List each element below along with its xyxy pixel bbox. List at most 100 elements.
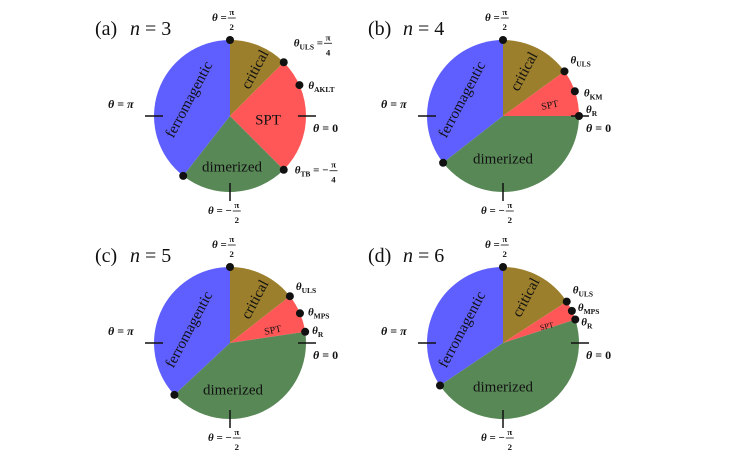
label-theta-pi: θ = π bbox=[108, 324, 134, 338]
point-dot-mps bbox=[567, 306, 576, 315]
value: π bbox=[127, 97, 134, 111]
label-theta-pi-half: θ = π2 bbox=[212, 7, 236, 32]
phase-label-spt: SPT bbox=[539, 320, 555, 332]
theta-symbol: θ bbox=[586, 104, 592, 116]
point-label-r-text: θR bbox=[581, 317, 593, 331]
equals: = bbox=[114, 324, 127, 338]
sector-ferromagnetic bbox=[426, 267, 503, 386]
label-theta-minus-pi-half: θ = −π2 bbox=[481, 427, 514, 452]
theta-symbol: θ bbox=[212, 239, 218, 251]
theta-symbol: θ bbox=[584, 87, 590, 99]
value: π bbox=[400, 97, 407, 111]
point-label-uls-text: θULS = bbox=[294, 37, 323, 51]
equals: = bbox=[319, 121, 332, 135]
label-theta-pi-half-text: θ = bbox=[485, 12, 500, 24]
phase-label-spt: SPT bbox=[540, 99, 559, 113]
equals: = bbox=[317, 37, 323, 49]
value: 0 bbox=[332, 348, 338, 362]
label-theta-pi-text: θ = π bbox=[381, 97, 407, 111]
boundary-dot bbox=[226, 36, 234, 44]
fraction-denominator: 2 bbox=[508, 215, 513, 225]
label-theta-minus-pi-half: θ = −π2 bbox=[481, 200, 514, 225]
label-theta-zero: θ = 0 bbox=[586, 121, 611, 135]
boundary-dot bbox=[435, 381, 444, 390]
label-theta-minus-pi-half-text: θ = − bbox=[481, 432, 505, 444]
equals: = bbox=[319, 348, 332, 362]
equals: = bbox=[592, 348, 605, 362]
phase-label-dimerized: dimerized bbox=[473, 379, 533, 395]
fraction-denominator: 2 bbox=[503, 22, 508, 32]
fraction-denominator: 2 bbox=[235, 442, 240, 452]
boundary-dot bbox=[499, 36, 507, 44]
equals: = bbox=[114, 97, 127, 111]
equals: = bbox=[491, 239, 500, 251]
n-symbol: n bbox=[403, 18, 413, 40]
point-label-mps: θMPS bbox=[578, 302, 599, 316]
theta-symbol: θ bbox=[308, 306, 314, 318]
point-label-tb-text: θTB = − bbox=[295, 165, 329, 179]
label-theta-zero: θ = 0 bbox=[313, 348, 338, 362]
subscript: ULS bbox=[576, 59, 591, 68]
theta-symbol: θ bbox=[294, 37, 300, 49]
n-value: = 4 bbox=[413, 18, 444, 40]
boundary-dot bbox=[439, 158, 448, 167]
sector-critical bbox=[503, 40, 565, 116]
label-theta-pi-text: θ = π bbox=[381, 324, 407, 338]
sector-critical bbox=[230, 267, 290, 343]
value: π bbox=[400, 324, 407, 338]
panel-letter: (d) bbox=[368, 245, 391, 267]
fraction-numerator: π bbox=[502, 7, 507, 17]
fraction-numerator: π bbox=[234, 427, 239, 437]
label-theta-pi-half: θ = π2 bbox=[485, 234, 509, 259]
theta-symbol: θ bbox=[208, 432, 214, 444]
sector-critical bbox=[230, 40, 284, 116]
point-label-uls: θULS bbox=[296, 281, 316, 295]
equals: = bbox=[313, 165, 322, 177]
point-label-uls-text: θULS bbox=[570, 54, 590, 68]
boundary-dot bbox=[226, 263, 234, 271]
fraction-numerator: π bbox=[326, 32, 331, 42]
label-theta-minus-pi-half-text: θ = − bbox=[208, 432, 232, 444]
sector-ferromagnetic bbox=[426, 40, 503, 163]
point-dot-r bbox=[571, 315, 580, 324]
point-dot-km bbox=[570, 87, 579, 96]
equals: = bbox=[491, 12, 500, 24]
point-dot-aklt bbox=[295, 81, 304, 90]
label-theta-pi-half-text: θ = bbox=[212, 12, 227, 24]
sector-spt bbox=[503, 301, 576, 343]
label-theta-pi: θ = π bbox=[381, 97, 407, 111]
label-theta-minus-pi-half-text: θ = − bbox=[481, 205, 505, 217]
boundary-dot bbox=[170, 390, 179, 399]
fraction-denominator: 2 bbox=[230, 22, 235, 32]
theta-symbol: θ bbox=[313, 121, 320, 135]
point-dot-uls bbox=[562, 297, 571, 306]
fraction-numerator: π bbox=[502, 234, 507, 244]
sector-spt bbox=[230, 62, 306, 170]
sector-ferromagnetic bbox=[153, 267, 230, 395]
sign: − bbox=[226, 205, 232, 217]
point-label-r: θR bbox=[312, 325, 324, 339]
equals: = bbox=[487, 205, 499, 217]
equals: = bbox=[387, 324, 400, 338]
theta-symbol: θ bbox=[573, 285, 579, 297]
point-label-tb: θTB = −π4 bbox=[295, 160, 338, 185]
theta-symbol: θ bbox=[485, 239, 491, 251]
value: 0 bbox=[332, 121, 338, 135]
phase-label-spt: SPT bbox=[263, 324, 282, 338]
point-dot-r bbox=[301, 327, 310, 336]
sign: − bbox=[499, 432, 505, 444]
point-label-r: θR bbox=[586, 104, 598, 118]
point-label-uls: θULS bbox=[573, 285, 593, 299]
point-label-mps: θMPS bbox=[308, 306, 329, 320]
label-theta-pi-half: θ = π2 bbox=[212, 234, 236, 259]
label-theta-pi-text: θ = π bbox=[108, 324, 134, 338]
label-theta-minus-pi-half: θ = −π2 bbox=[208, 200, 241, 225]
subscript: KM bbox=[590, 92, 603, 101]
theta-symbol: θ bbox=[108, 324, 115, 338]
panel-n-label: n = 3 bbox=[130, 18, 171, 40]
theta-symbol: θ bbox=[313, 348, 320, 362]
point-dot-mps bbox=[295, 309, 304, 318]
